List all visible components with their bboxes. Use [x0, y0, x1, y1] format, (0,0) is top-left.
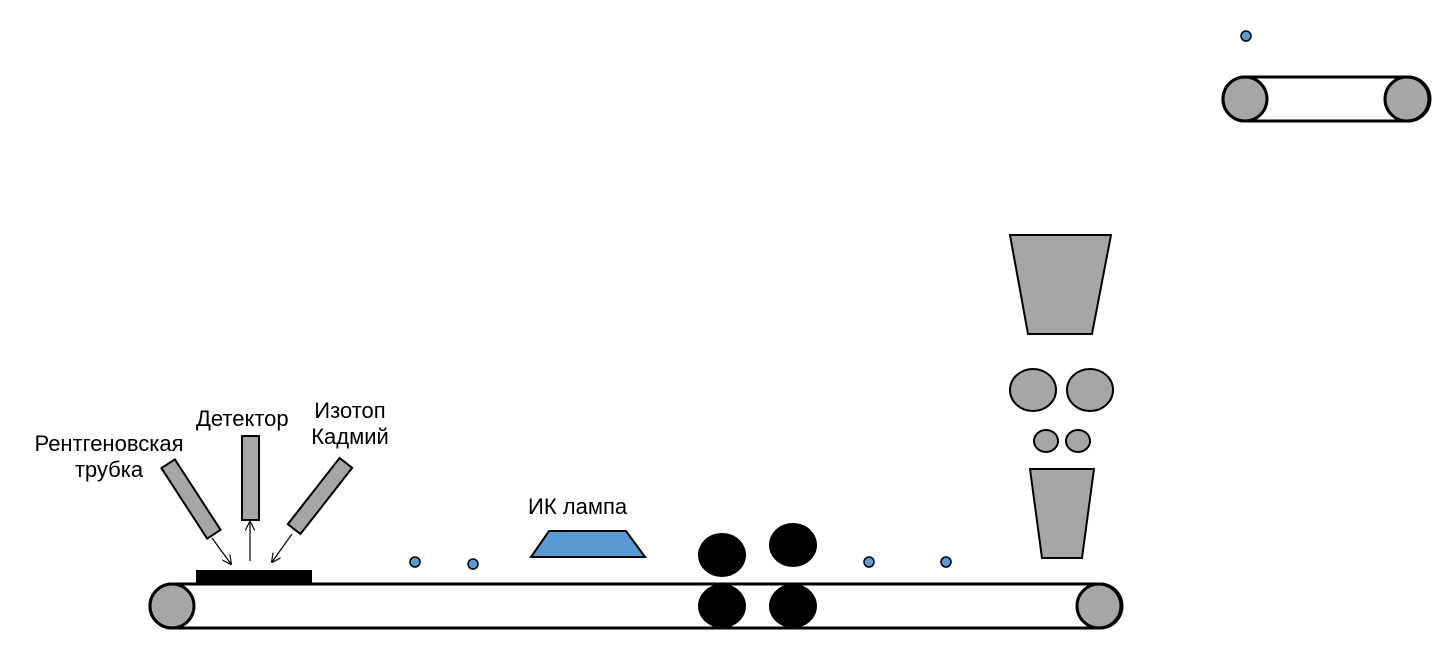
upper-roll-right [769, 523, 817, 567]
crusher-roll-small-left [1033, 429, 1059, 453]
upper-hopper [1008, 234, 1113, 335]
upper-roll-left [698, 533, 746, 577]
crusher-column [1008, 234, 1114, 559]
main-conveyor-belt [148, 582, 1124, 630]
upper-conveyor-right-roller [1383, 75, 1431, 123]
xray-beam-arrow [211, 537, 231, 564]
granule [1240, 30, 1252, 42]
isotope-beam-arrow [272, 533, 293, 562]
isotope-label: Изотоп Кадмий [302, 398, 398, 450]
xray-tube-label: Рентгеновская трубка [24, 431, 194, 483]
upper-conveyor [1221, 75, 1432, 123]
detector-label: Детектор [196, 406, 289, 431]
main-conveyor-left-roller [148, 582, 196, 630]
ir-lamp-icon [529, 530, 647, 558]
granule [467, 558, 479, 570]
xray-tube-label-line1: Рентгеновская [34, 431, 184, 456]
detector-icon [241, 435, 260, 521]
xray-tube-label-line2: трубка [74, 457, 144, 482]
lower-roll-left [698, 584, 746, 628]
crusher-roll-large-left [1009, 368, 1057, 412]
crusher-roll-large-right [1066, 368, 1114, 412]
granule [409, 556, 421, 568]
ir-lamp-label: ИК лампа [528, 494, 628, 519]
isotope-source-icon [286, 456, 354, 536]
granule [940, 556, 952, 568]
upper-conveyor-left-roller [1221, 75, 1269, 123]
sample-plate [196, 570, 312, 583]
lower-hopper [1028, 468, 1096, 559]
main-conveyor-right-roller [1075, 582, 1123, 630]
crusher-roll-small-right [1065, 429, 1091, 453]
xray-tube-icon [160, 458, 222, 540]
isotope-label-line1: Изотоп [314, 398, 386, 423]
calender-rolls [698, 523, 817, 628]
lower-roll-right [769, 584, 817, 628]
main-conveyor [148, 582, 1124, 630]
isotope-label-line2: Кадмий [311, 424, 389, 449]
granule [863, 556, 875, 568]
